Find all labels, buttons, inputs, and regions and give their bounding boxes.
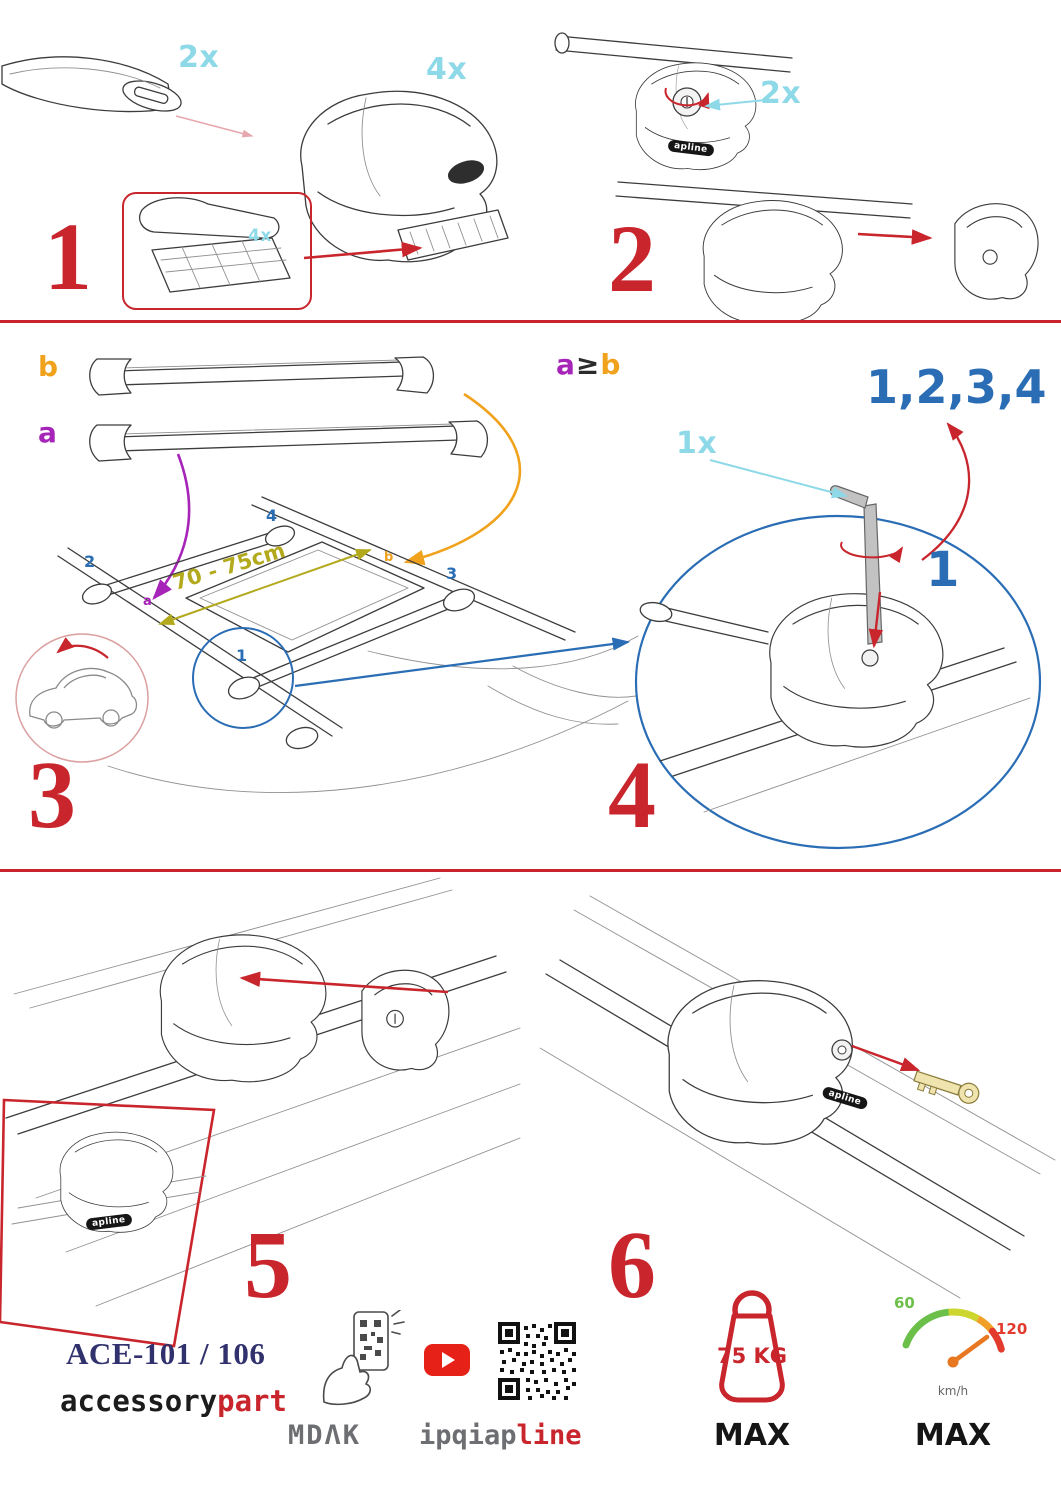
apply-to-positions-label: 1,2,3,4 bbox=[866, 360, 1047, 414]
apply-to-all-arrow bbox=[921, 422, 971, 561]
use-key-arrow bbox=[851, 1044, 921, 1072]
roof-position-1: 1 bbox=[236, 646, 248, 665]
model-number: ACE-101 / 106 bbox=[66, 1336, 266, 1371]
foot-quantity-label: 4x bbox=[426, 52, 468, 87]
distance-arrow bbox=[158, 548, 372, 626]
zoom-pointer-arrow bbox=[294, 637, 631, 688]
roof-position-3: 3 bbox=[446, 564, 458, 583]
apline-gray-part: ap bbox=[484, 1420, 517, 1451]
pad-quantity-label: 4x bbox=[248, 226, 272, 246]
step4-number: 4 bbox=[608, 741, 656, 848]
rubber-pad-inset bbox=[122, 192, 312, 310]
roof-position-b: b bbox=[384, 550, 394, 565]
rule-a: a bbox=[556, 348, 576, 381]
bar-a-label: a bbox=[38, 416, 57, 449]
step2-number: 2 bbox=[608, 205, 656, 312]
bar-b-art bbox=[89, 356, 434, 396]
zoom-circle bbox=[634, 514, 1042, 850]
bar-segment-art bbox=[554, 32, 793, 73]
apline-red-part: line bbox=[516, 1420, 582, 1451]
foot-locked-art bbox=[667, 980, 853, 1145]
youtube-icon bbox=[424, 1344, 470, 1376]
slide-cover-arrow bbox=[239, 971, 449, 994]
lock-qty-arrow bbox=[704, 98, 767, 111]
roof-position-2: 2 bbox=[84, 552, 96, 571]
rule-operator: ≥ bbox=[575, 348, 601, 381]
step5-cover-mount-illustration bbox=[0, 877, 521, 1348]
bar-b-label: b bbox=[38, 350, 59, 383]
result-inset-frame bbox=[0, 1098, 216, 1348]
brand-black-part: accessory bbox=[60, 1384, 218, 1418]
start-position-label: 1 bbox=[926, 542, 960, 598]
brand-wordmark: accessorypart bbox=[60, 1384, 287, 1418]
lock-quantity-label: 2x bbox=[760, 76, 802, 111]
bar-pointer-line bbox=[175, 115, 254, 138]
car-silhouette-art bbox=[29, 667, 138, 729]
cover-piece-art bbox=[361, 969, 450, 1071]
length-rule-label: a≥b bbox=[556, 348, 621, 381]
key-qty-arrow bbox=[709, 459, 848, 499]
step1-crossbar-and-foot-illustration bbox=[1, 56, 509, 263]
bar-a-art bbox=[89, 420, 488, 462]
rotate-key-arrow bbox=[840, 541, 904, 564]
qr-code-icon bbox=[498, 1322, 576, 1400]
car-direction-inset bbox=[15, 633, 149, 763]
max-load-value: 75 KG bbox=[716, 1344, 788, 1368]
apline-wordmark: apline bbox=[484, 1420, 582, 1451]
speed-high-label: 120 bbox=[996, 1320, 1028, 1338]
bar-b-position-arrow bbox=[403, 392, 522, 566]
max-load-label: MAX bbox=[713, 1418, 791, 1453]
section-divider-2 bbox=[0, 869, 1061, 872]
pad-to-foot-arrow bbox=[303, 241, 423, 260]
roof-position-a: a bbox=[143, 594, 152, 609]
roof-position-4: 4 bbox=[266, 506, 278, 525]
rule-b: b bbox=[600, 348, 622, 381]
speed-limit-icon bbox=[902, 1308, 1005, 1368]
attach-cover-arrow bbox=[857, 229, 933, 245]
speed-max-label: MAX bbox=[914, 1418, 992, 1453]
insert-key-arrow bbox=[868, 591, 884, 649]
max-load-icon bbox=[719, 1290, 785, 1403]
speed-unit-label: km/h bbox=[937, 1384, 969, 1398]
step4-tighten-illustration bbox=[634, 422, 1042, 850]
step1-number: 1 bbox=[44, 203, 92, 310]
foot-highlight-circle bbox=[192, 627, 294, 729]
foot-zoomed-art bbox=[769, 593, 944, 748]
result-inset-art bbox=[11, 1131, 207, 1233]
brand-red-part: part bbox=[217, 1384, 287, 1418]
bolt-recess-icon bbox=[861, 649, 879, 667]
step3-roof-placement-illustration bbox=[57, 356, 639, 793]
step6-number: 6 bbox=[608, 1211, 656, 1318]
key-icon bbox=[913, 1070, 980, 1104]
key-quantity-label: 1x bbox=[676, 426, 718, 461]
foot-body2-art bbox=[702, 200, 843, 320]
end-cover-art bbox=[954, 203, 1039, 300]
step5-number: 5 bbox=[244, 1211, 292, 1318]
foot-assembled-art bbox=[159, 934, 327, 1083]
scan-phone-icon bbox=[322, 1310, 405, 1406]
foot-clamp-art bbox=[300, 90, 509, 263]
partner-ipqi-logo: ipqi bbox=[419, 1420, 485, 1451]
speed-low-label: 60 bbox=[894, 1294, 915, 1312]
step6-lock-with-key-illustration bbox=[540, 895, 1056, 1299]
step2-lock-and-cover-illustration bbox=[554, 32, 1039, 320]
partner-mdak-logo: MDΛK bbox=[288, 1420, 362, 1451]
crossbar-profile-art bbox=[1, 56, 182, 113]
mounting-direction-arrow bbox=[56, 637, 109, 659]
rubber-pad-art bbox=[139, 197, 291, 293]
step3-number: 3 bbox=[28, 741, 76, 848]
section-divider-1 bbox=[0, 320, 1061, 323]
bar-quantity-label: 2x bbox=[178, 40, 220, 75]
